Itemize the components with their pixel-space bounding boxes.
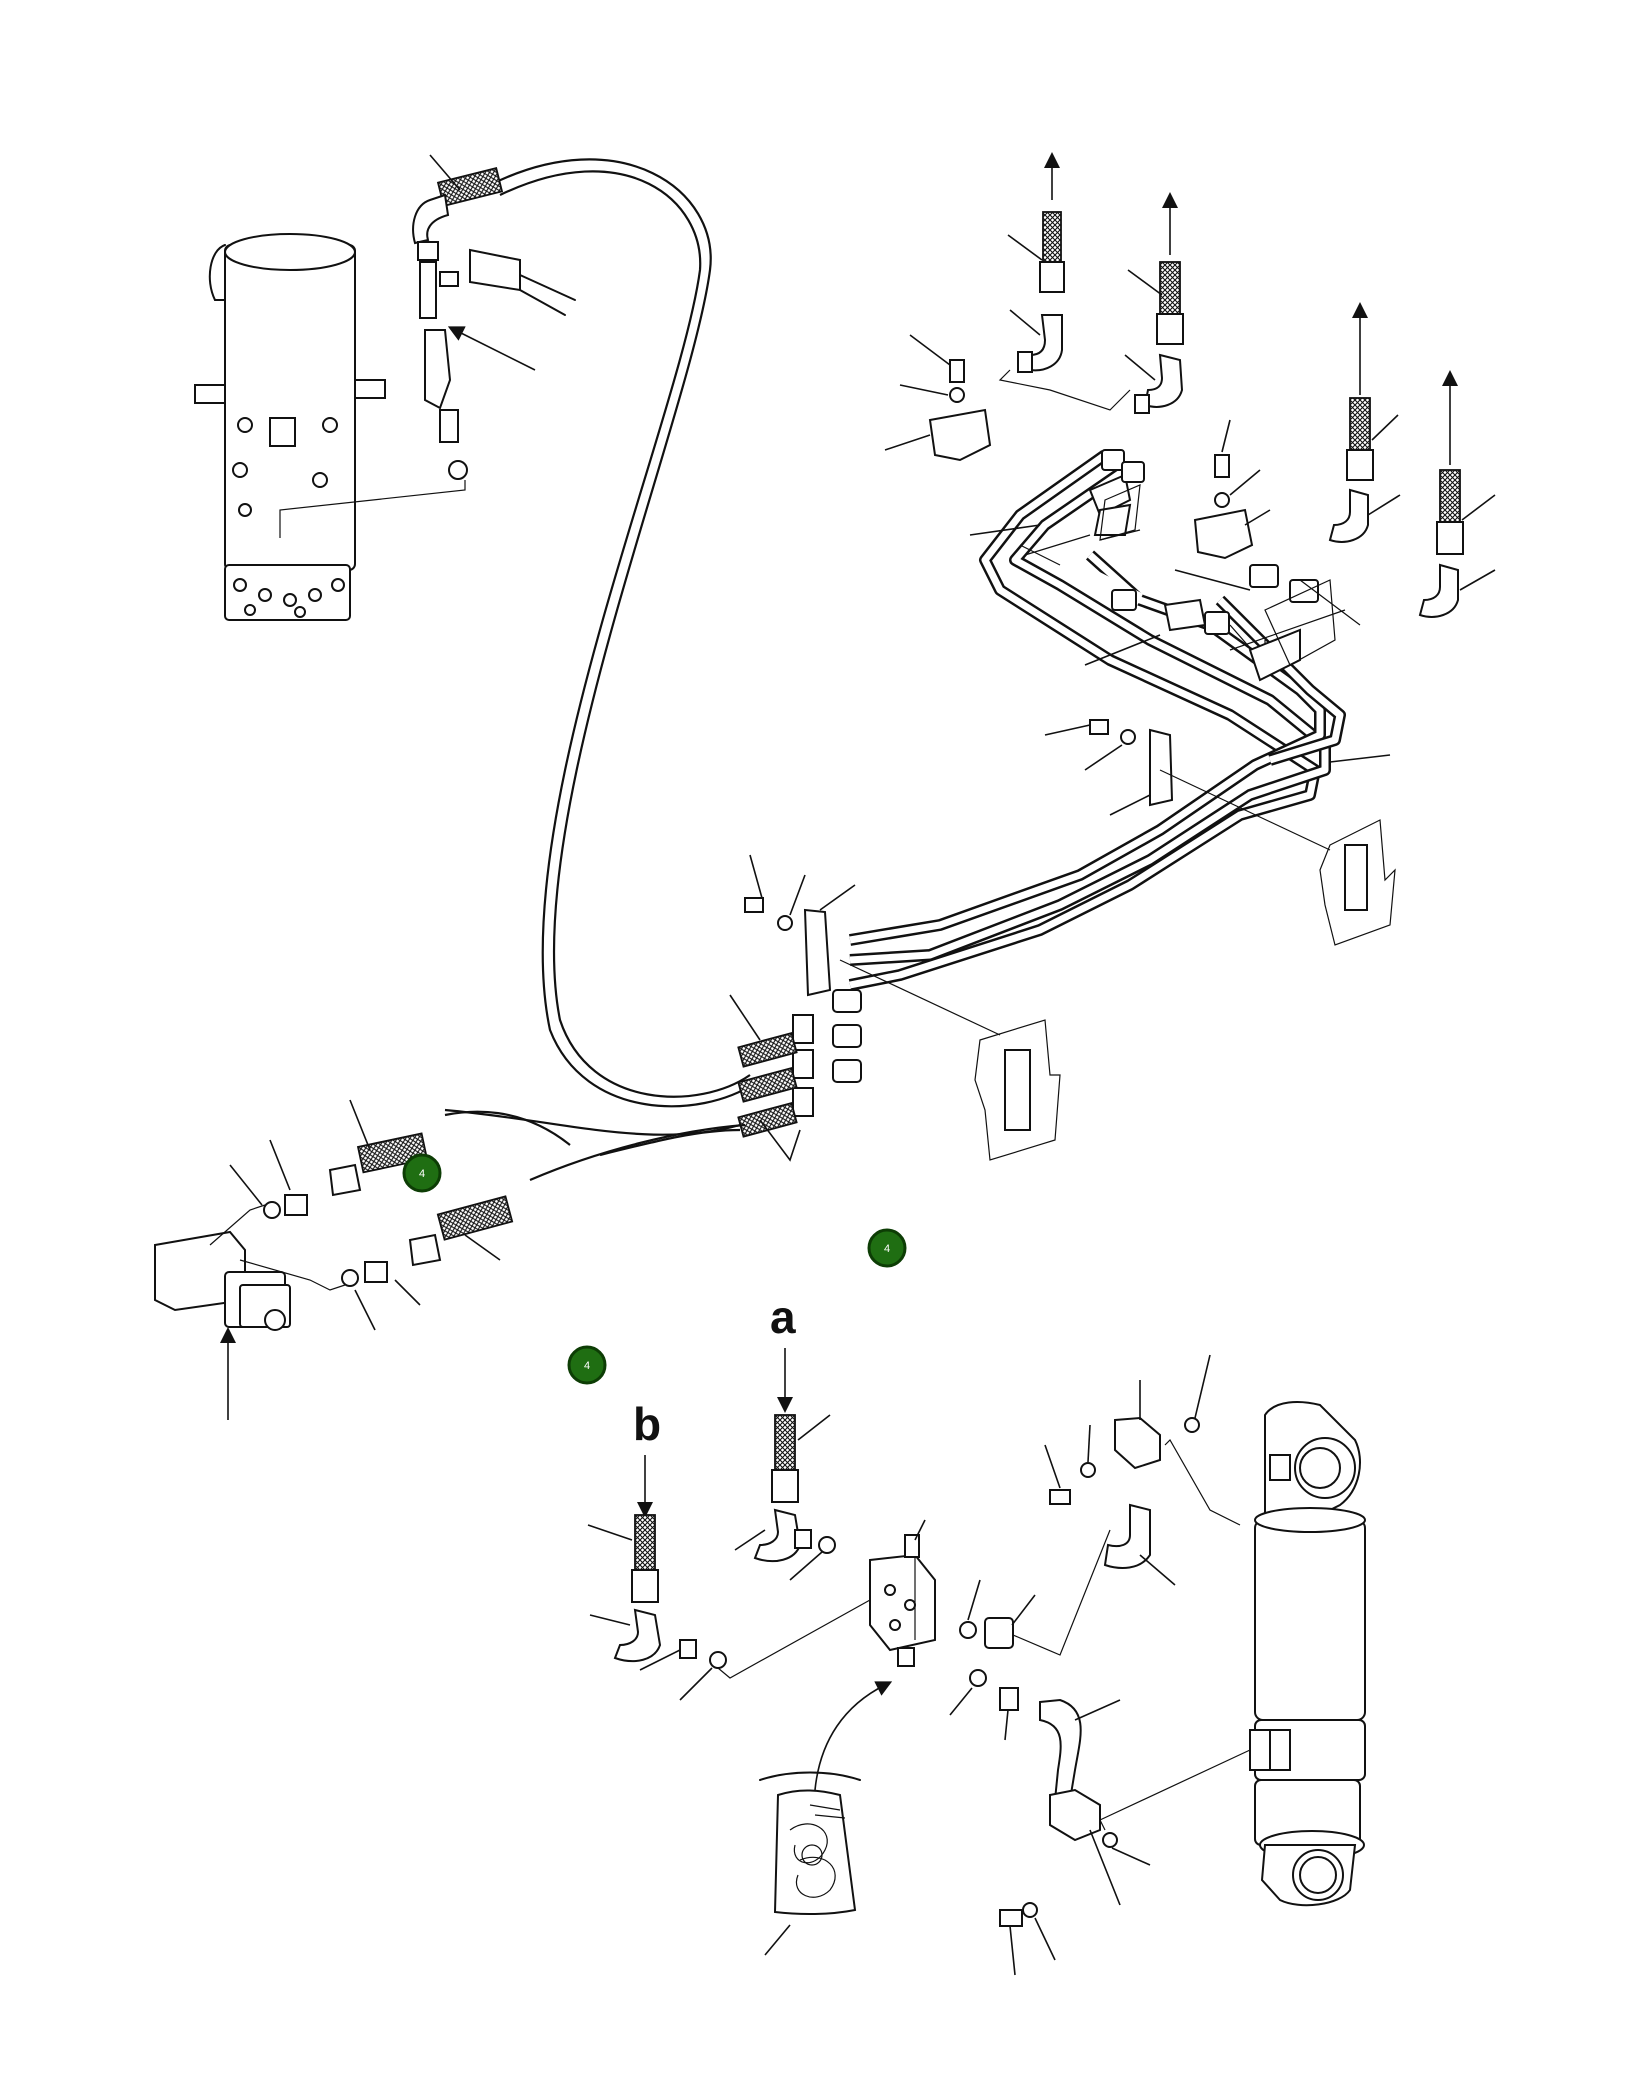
solenoid-valve	[154, 1099, 514, 1420]
upper-right-fittings	[1007, 152, 1496, 618]
hydraulic-cylinder	[999, 1354, 1366, 1976]
callout-letter-b: b	[633, 1398, 661, 1450]
green-circle-marker-icon[interactable]: 4	[567, 1345, 607, 1385]
marker-label: 4	[884, 1243, 890, 1255]
bottom-valve-block: a b	[587, 1291, 1121, 1821]
marker-label: 4	[419, 1168, 425, 1180]
lower-hose-fittings	[444, 989, 862, 1182]
seal-kit-bag	[759, 1681, 893, 1956]
green-circle-marker-icon[interactable]: 4	[402, 1153, 442, 1193]
callout-letter-a: a	[770, 1291, 796, 1343]
pipe-clamps-top	[884, 334, 1271, 560]
green-circle-marker-icon[interactable]: 4	[867, 1228, 907, 1268]
rotary-joint-assembly	[194, 233, 466, 621]
marker-label: 4	[584, 1360, 590, 1372]
marker-group: 4 4 4	[402, 1153, 907, 1385]
pipe-clamps-lower	[744, 854, 1001, 1036]
upper-hose-assembly	[412, 154, 756, 1108]
middle-clamp	[1044, 719, 1331, 851]
break-markers	[974, 484, 1396, 1161]
rigid-pipe-bundle	[848, 449, 1391, 991]
